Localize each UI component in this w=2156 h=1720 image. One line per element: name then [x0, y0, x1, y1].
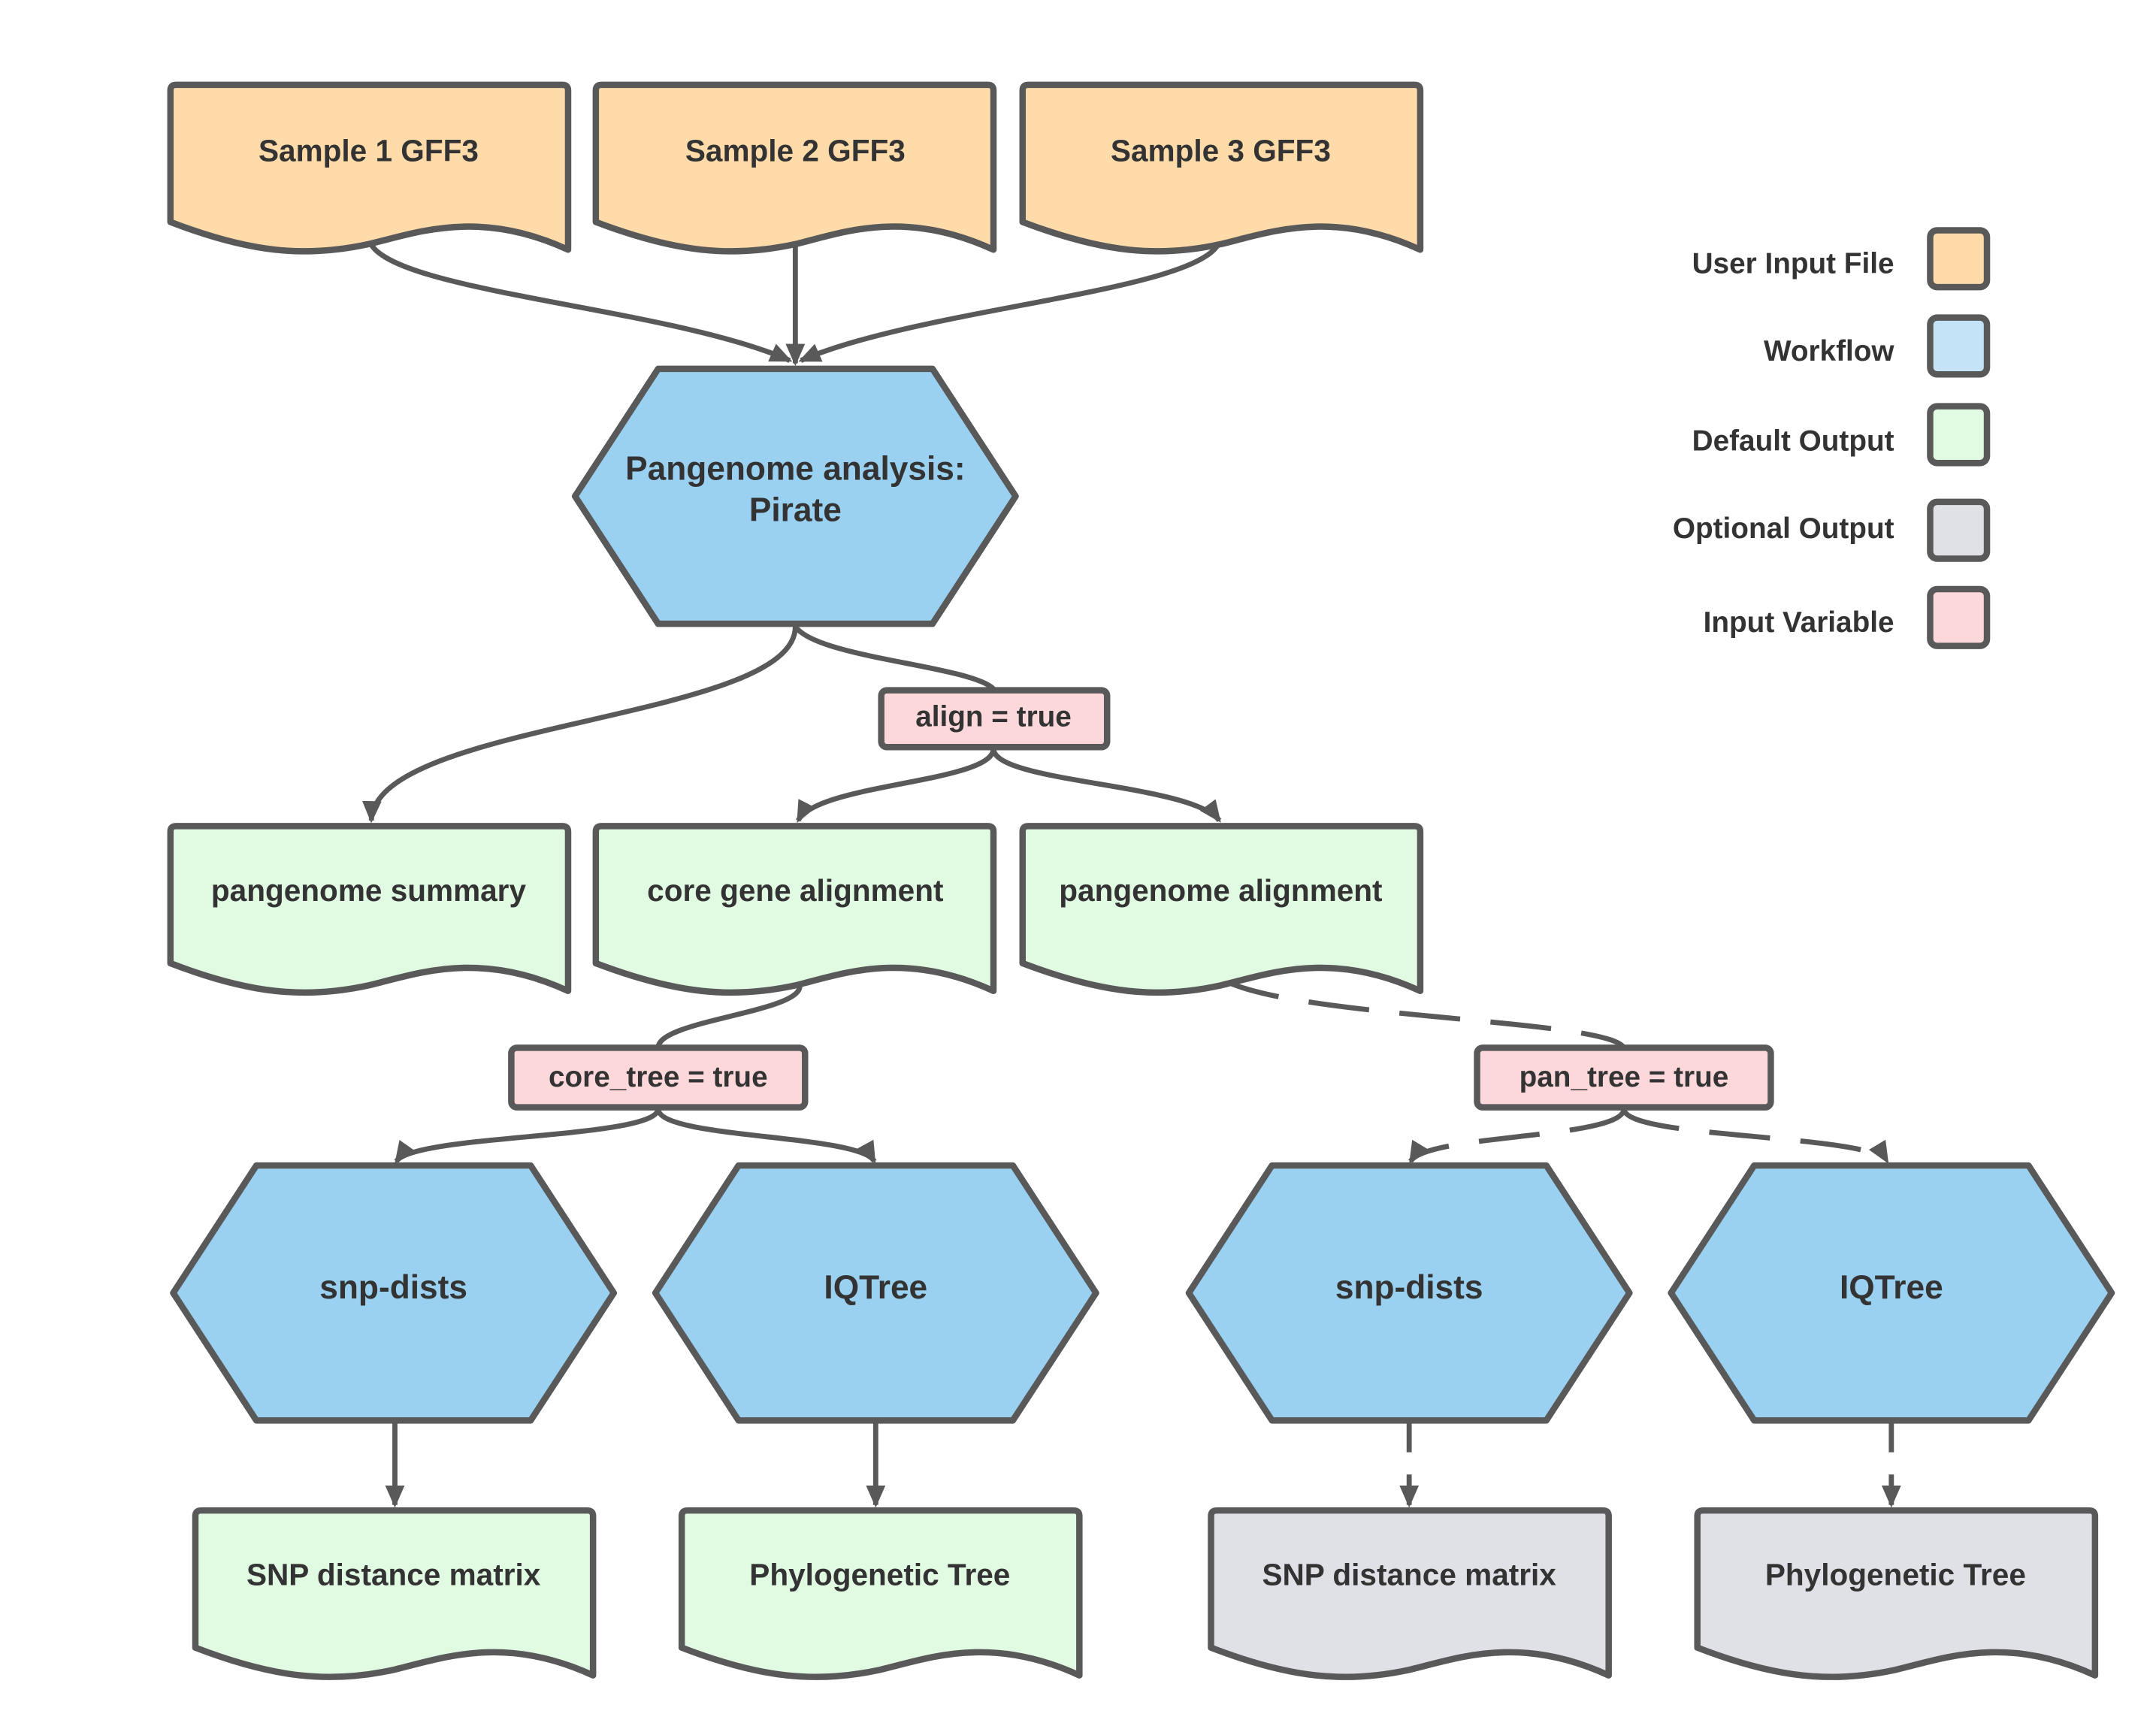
legend: User Input File Workflow Default Output …: [1673, 227, 1991, 649]
variable-box: [878, 687, 1111, 751]
node-label: IQTree: [1840, 1269, 1943, 1306]
edge-pan-alignment-to-pan-tree-var: [1219, 976, 1626, 1050]
hexagon-shape: [170, 1162, 618, 1424]
edge-pan-tree-to-iqtree: [1621, 1108, 1890, 1164]
legend-item-user-input-file: User Input File: [1692, 227, 1991, 291]
input-file-sample2: Sample 2 GFF3: [592, 81, 997, 255]
node-label: pangenome summary: [211, 873, 527, 908]
document-shape: [1694, 1507, 2099, 1681]
node-label: Phylogenetic Tree: [749, 1558, 1010, 1592]
edge-core-alignment-to-core-tree-var: [655, 980, 803, 1049]
result-core-snp-matrix: SNP distance matrix: [192, 1507, 597, 1681]
edge-core-tree-to-iqtree: [655, 1108, 877, 1164]
document-shape: [167, 823, 572, 996]
result-core-phylogenetic-tree: Phylogenetic Tree: [678, 1507, 1083, 1681]
document-shape: [192, 1507, 597, 1681]
tool-core-iqtree: IQTree: [652, 1162, 1099, 1424]
document-shape: [592, 823, 997, 996]
legend-swatch: [1927, 314, 1991, 378]
node-label: Sample 1 GFF3: [259, 133, 479, 168]
hexagon-shape: [652, 1162, 1099, 1424]
legend-label: Workflow: [1764, 335, 1894, 367]
edge-sample3-to-pirate: [798, 235, 1223, 363]
edge-align-to-core-alignment: [796, 748, 996, 824]
legend-label: Optional Output: [1673, 512, 1894, 545]
node-label: snp-dists: [1335, 1269, 1483, 1306]
variable-core-tree: core_tree = true: [508, 1044, 809, 1111]
document-shape: [1019, 81, 1424, 255]
result-pan-snp-matrix: SNP distance matrix: [1208, 1507, 1612, 1681]
node-label: IQTree: [824, 1269, 927, 1306]
tool-core-snp-dists: snp-dists: [170, 1162, 618, 1424]
edge-pan-tree-to-snpdists: [1408, 1108, 1627, 1164]
document-shape: [678, 1507, 1083, 1681]
hexagon-shape: [1185, 1162, 1633, 1424]
result-pan-phylogenetic-tree: Phylogenetic Tree: [1694, 1507, 2099, 1681]
variable-box: [508, 1044, 809, 1111]
variable-box: [1474, 1044, 1774, 1111]
node-label: Sample 3 GFF3: [1111, 133, 1331, 168]
legend-swatch: [1927, 585, 1991, 649]
legend-label: User Input File: [1692, 248, 1894, 280]
document-shape: [1019, 823, 1424, 996]
document-shape: [1208, 1507, 1612, 1681]
node-label: SNP distance matrix: [1262, 1558, 1556, 1592]
legend-item-input-variable: Input Variable: [1704, 585, 1991, 649]
document-shape: [167, 81, 572, 255]
legend-item-default-output: Default Output: [1692, 403, 1991, 467]
node-label: Sample 2 GFF3: [685, 133, 906, 168]
node-label: core gene alignment: [647, 873, 943, 908]
legend-swatch: [1927, 403, 1991, 467]
variable-pan-tree: pan_tree = true: [1474, 1044, 1774, 1111]
output-pangenome-alignment: pangenome alignment: [1019, 823, 1424, 996]
edge-core-tree-to-snpdists: [394, 1108, 661, 1164]
node-label: pangenome alignment: [1059, 873, 1382, 908]
legend-swatch: [1927, 498, 1991, 562]
variable-label: pan_tree = true: [1519, 1061, 1729, 1093]
variable-label: align = true: [915, 701, 1072, 733]
hexagon-shape: [571, 365, 1019, 627]
input-file-sample1: Sample 1 GFF3: [167, 81, 572, 255]
legend-label: Default Output: [1692, 425, 1894, 458]
output-pangenome-summary: pangenome summary: [167, 823, 572, 996]
legend-item-optional-output: Optional Output: [1673, 498, 1991, 562]
tool-pan-snp-dists: snp-dists: [1185, 1162, 1633, 1424]
output-core-gene-alignment: core gene alignment: [592, 823, 997, 996]
legend-label: Input Variable: [1704, 606, 1894, 639]
tool-pan-iqtree: IQTree: [1668, 1162, 2115, 1424]
node-label: SNP distance matrix: [246, 1558, 541, 1592]
edge-sample1-to-pirate: [366, 235, 793, 363]
document-shape: [592, 81, 997, 255]
node-label-line2: Pirate: [749, 492, 842, 529]
legend-swatch: [1927, 227, 1991, 291]
input-file-sample3: Sample 3 GFF3: [1019, 81, 1424, 255]
edge-pirate-to-summary: [362, 626, 798, 824]
legend-item-workflow: Workflow: [1764, 314, 1991, 378]
node-label-line1: Pangenome analysis:: [625, 450, 966, 487]
edge-pirate-to-align-var: [793, 624, 996, 691]
variable-label: core_tree = true: [549, 1061, 768, 1093]
edges: [362, 235, 1901, 1508]
workflow-pirate: Pangenome analysis: Pirate: [571, 365, 1019, 627]
edge-align-to-pan-alignment: [990, 748, 1222, 823]
hexagon-shape: [1668, 1162, 2115, 1424]
variable-align: align = true: [878, 687, 1111, 751]
node-label: Phylogenetic Tree: [1765, 1558, 2026, 1592]
node-label: snp-dists: [319, 1269, 467, 1306]
